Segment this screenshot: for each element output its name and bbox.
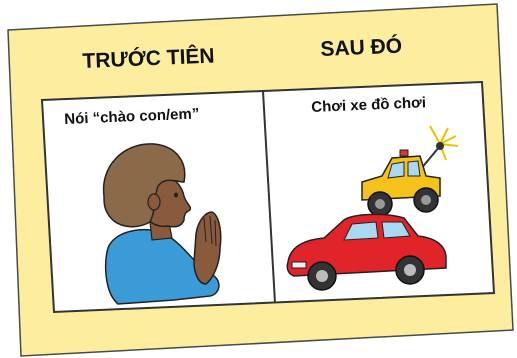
then-heading: SAU ĐÓ [320, 34, 403, 61]
